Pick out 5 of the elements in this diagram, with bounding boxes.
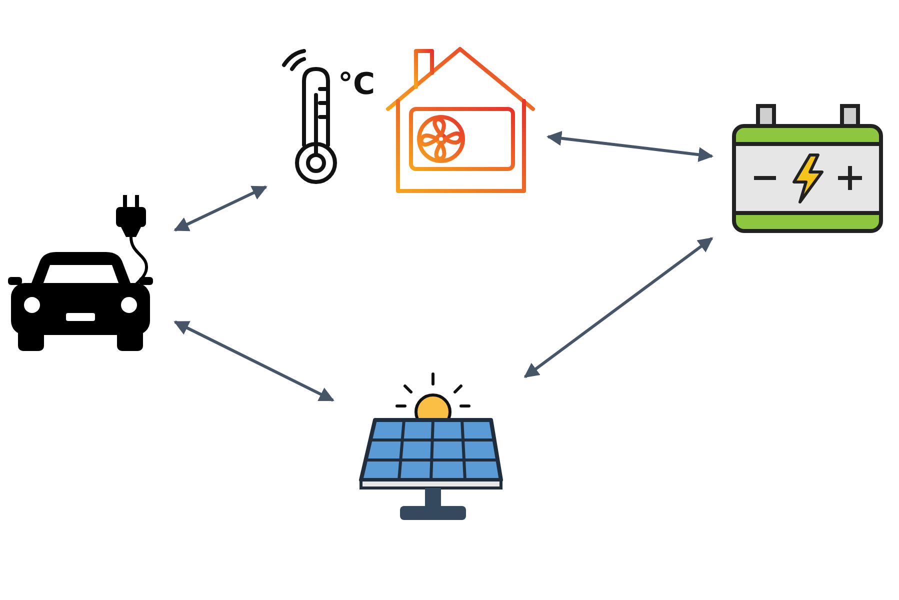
double-arrow [174, 320, 334, 402]
double-arrow [524, 237, 714, 378]
double-arrow [174, 186, 268, 232]
double-arrow [546, 130, 714, 162]
unit-label: °C [338, 67, 376, 102]
